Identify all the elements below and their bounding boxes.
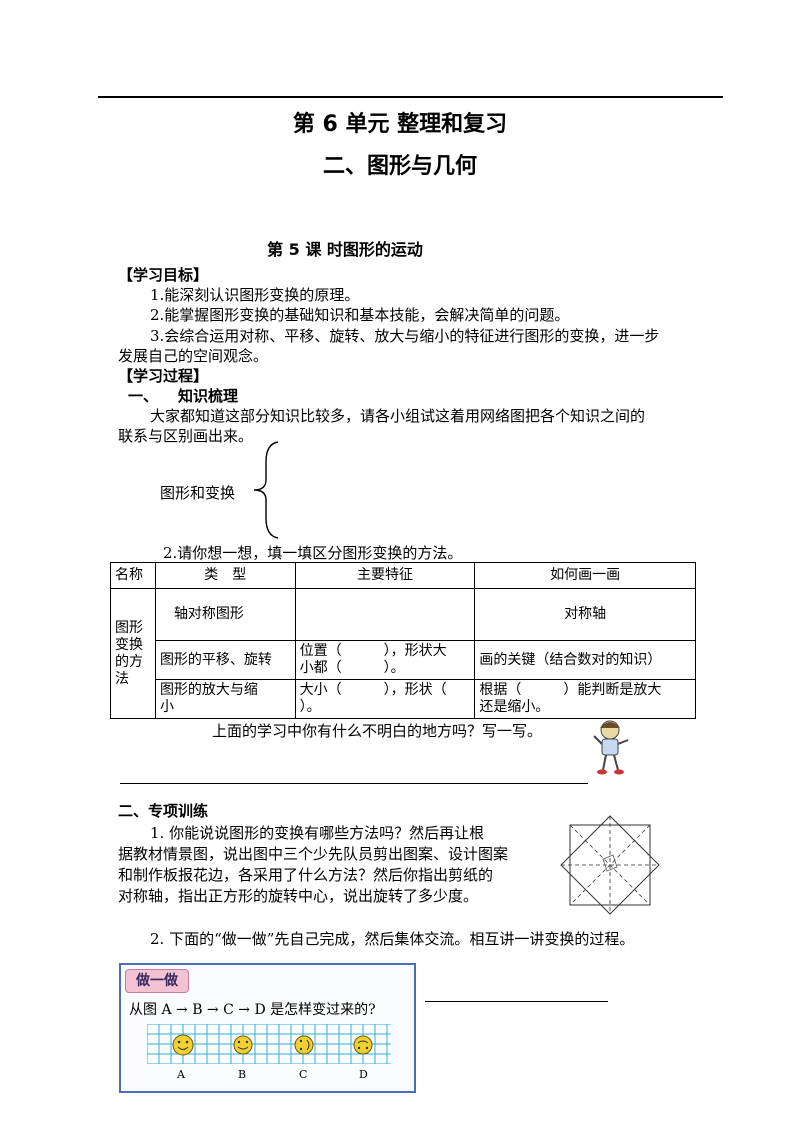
exercise-panel: 做一做 从图 A → B → C → D 是怎样变过来的?: [119, 963, 416, 1093]
lesson-title: 第 5 课 时图形的运动: [267, 240, 423, 259]
part2-q1-line: 对称轴，指出正方形的旋转中心，说出旋转了多少度。: [118, 887, 479, 905]
figure-label: D: [359, 1068, 368, 1081]
type-cell: 图形的放大与缩 小: [154, 679, 296, 719]
cartoon-girl-icon: [593, 720, 629, 775]
process-heading: 【学习过程】: [118, 367, 209, 385]
row-group-label: 图形 变换 的方 法: [110, 588, 156, 719]
feature-cell[interactable]: 位置（ ），形状大 小都（ ）。: [294, 640, 476, 680]
smiley-face-icon: [172, 1034, 194, 1056]
answer-line[interactable]: [425, 1001, 608, 1002]
draw-cell: 对称轴: [474, 588, 696, 641]
goal-item: 3.会综合运用对称、平移、旋转、放大与缩小的特征进行图形的变换，进一步: [150, 327, 660, 345]
smiley-face-icon: [353, 1035, 373, 1055]
unit-title: 第 6 单元 整理和复习: [292, 112, 508, 137]
smiley-face-icon: [233, 1035, 253, 1055]
part1-number: 一、: [128, 387, 159, 405]
exercise-badge: 做一做: [125, 969, 189, 993]
draw-cell[interactable]: 根据（ ）能判断是放大 还是缩小。: [474, 679, 696, 719]
type-cell: 图形的平移、旋转: [154, 640, 296, 680]
question-unclear: 上面的学习中你有什么不明白的地方吗？写一写。: [212, 722, 543, 740]
table-header: 主要特征: [294, 562, 476, 589]
intro-text: 联系与区别画出来。: [118, 427, 254, 445]
figure-label: A: [177, 1068, 185, 1081]
part2-q1-line: 据教材情景图，说出图中三个少先队员剪出图案、设计图案: [118, 845, 509, 863]
feature-cell[interactable]: [294, 588, 476, 641]
type-cell: 轴对称图形: [154, 588, 296, 641]
part2-q1-line: 和制作板报花边，各采用了什么方法？然后你指出剪纸的: [118, 866, 494, 884]
table-header-row: 名称 类 型 主要特征 如何画一画: [110, 562, 696, 589]
table-header: 类 型: [154, 562, 296, 589]
goal-item: 发展自己的空间观念。: [118, 347, 269, 365]
intro-text: 大家都知道这部分知识比较多，请各小组试这着用网络图把各个知识之间的: [150, 407, 646, 425]
table-row: 图形 变换 的方 法 轴对称图形 对称轴: [110, 588, 696, 719]
part2-heading: 二、专项训练: [118, 802, 209, 820]
curly-brace: [253, 441, 279, 539]
part2-q2: 2. 下面的“做一做”先自己完成，然后集体交流。相互讲一讲变换的过程。: [150, 930, 635, 948]
answer-line[interactable]: [120, 783, 588, 784]
draw-cell: 画的关键（结合数对的知识）: [474, 640, 696, 680]
table-row: 图形的平移、旋转 位置（ ），形状大 小都（ ）。 画的关键（结合数对的知识）: [111, 640, 696, 680]
table-header: 如何画一画: [474, 562, 696, 589]
top-rule: [98, 96, 723, 98]
part1-title: 知识梳理: [178, 387, 239, 405]
goal-item: 2.能掌握图形变换的基础知识和基本技能，会解决简单的问题。: [150, 306, 570, 324]
table-row: 图形的放大与缩 小 大小（ ），形状（ ）。 根据（ ）能判断是放大 还是缩小。: [111, 679, 696, 719]
table-header: 名称: [110, 562, 156, 589]
exercise-prompt: 从图 A → B → C → D 是怎样变过来的?: [129, 1002, 376, 1018]
goals-heading: 【学习目标】: [118, 266, 209, 284]
section-title: 二、图形与几何: [322, 154, 477, 179]
paper-cut-diagram: [560, 815, 660, 915]
figure-label: B: [238, 1068, 247, 1081]
smiley-face-icon: [294, 1035, 314, 1055]
brace-label: 图形和变换: [160, 484, 236, 502]
goal-item: 1.能深刻认识图形变换的原理。: [150, 286, 360, 304]
grid-figure: [147, 1024, 391, 1064]
part2-q1-line: 1. 你能说说图形的变换有哪些方法吗？然后再让根: [150, 824, 485, 842]
feature-cell[interactable]: 大小（ ），形状（ ）。: [294, 679, 476, 719]
transform-table: 名称 类 型 主要特征 如何画一画 图形 变换 的方 法 轴对称图形 对称轴 图…: [110, 562, 696, 719]
question-2: 2.请你想一想，填一填区分图形变换的方法。: [163, 544, 463, 562]
figure-label: C: [299, 1068, 308, 1081]
